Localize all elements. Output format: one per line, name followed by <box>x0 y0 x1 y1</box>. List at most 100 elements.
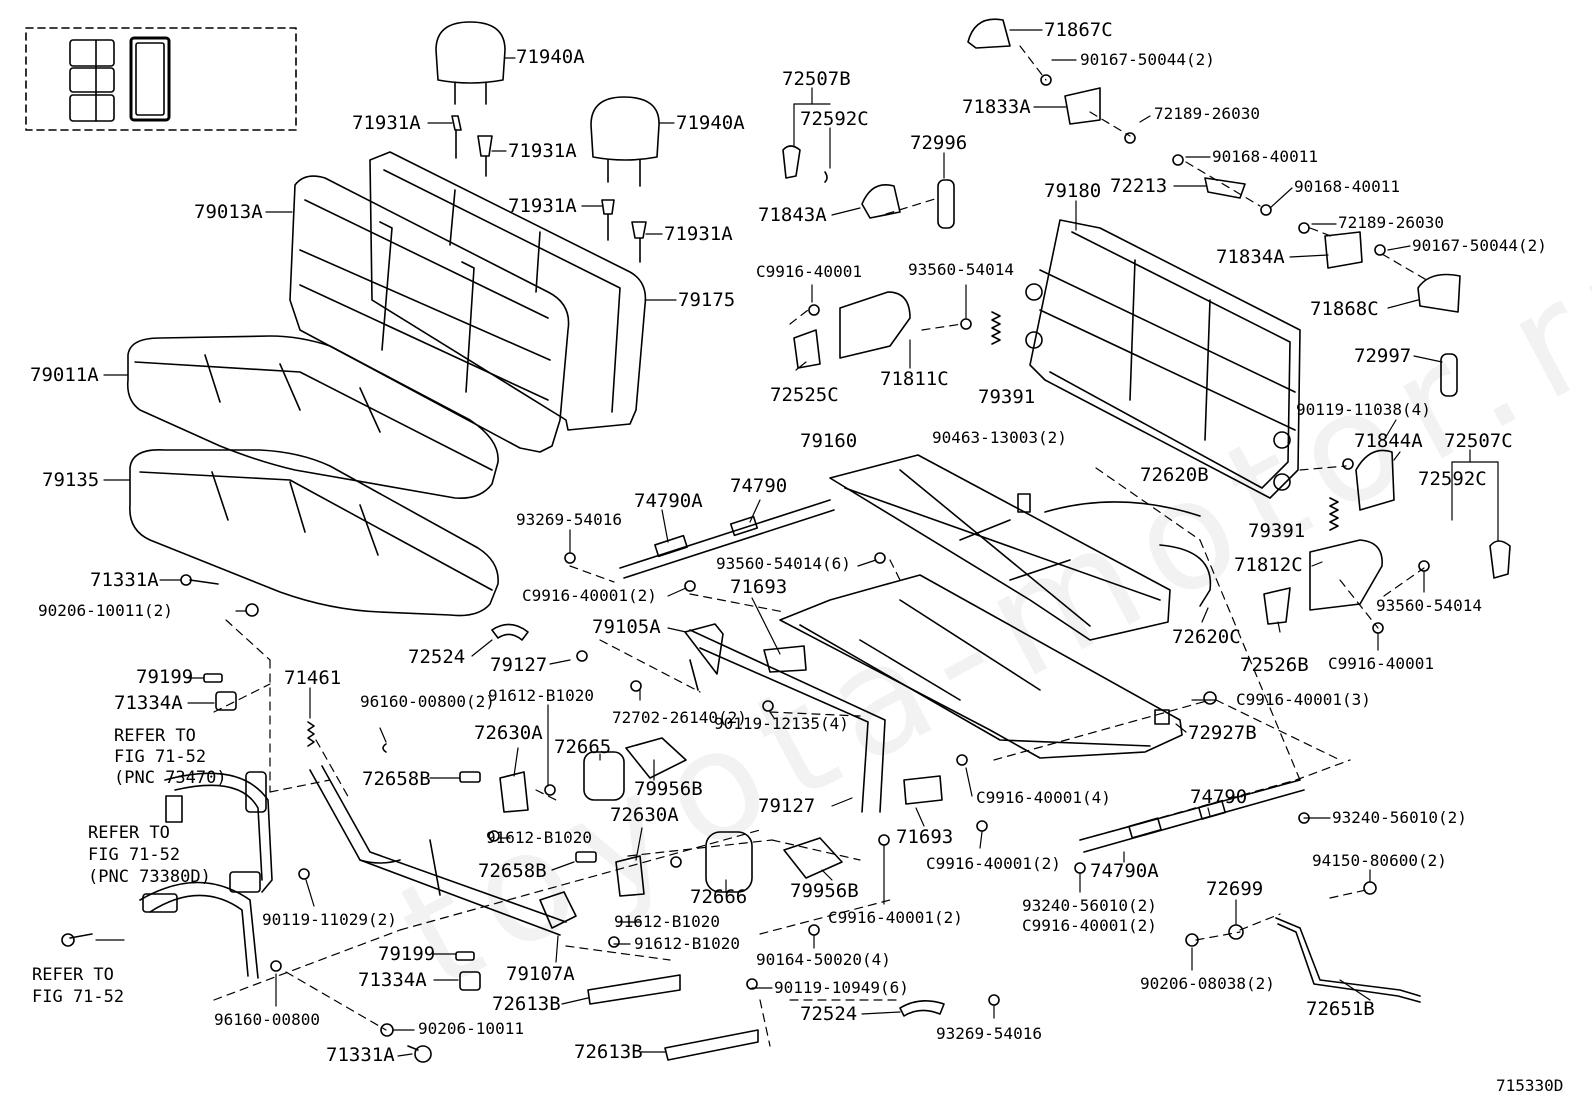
label-71931a[interactable]: 71931A <box>352 112 421 134</box>
label-c9916-40001[interactable]: C9916-40001(2) <box>1022 916 1157 935</box>
label-71867c[interactable]: 71867C <box>1044 19 1113 41</box>
label-90119-11038[interactable]: 90119-11038(4) <box>1296 400 1431 419</box>
label-79127[interactable]: 79127 <box>490 654 548 676</box>
label-79199[interactable]: 79199 <box>136 666 194 688</box>
label-71931a[interactable]: 71931A <box>508 140 577 162</box>
label-96160-00800[interactable]: 96160-00800(2) <box>360 692 495 711</box>
label-71931a[interactable]: 71931A <box>664 223 733 245</box>
label-91612-b1020[interactable]: 91612-B1020 <box>488 686 594 705</box>
label-79199[interactable]: 79199 <box>378 943 436 965</box>
label-72613b[interactable]: 72613B <box>492 993 561 1015</box>
label-79107a[interactable]: 79107A <box>506 963 575 985</box>
label-79160[interactable]: 79160 <box>800 430 858 452</box>
label-90168-40011[interactable]: 90168-40011 <box>1212 147 1318 166</box>
label-93560-54014[interactable]: 93560-54014 <box>908 260 1014 279</box>
label-93269-54016[interactable]: 93269-54016 <box>516 510 622 529</box>
label-79105a[interactable]: 79105A <box>592 616 661 638</box>
label-72189-26030[interactable]: 72189-26030 <box>1338 213 1444 232</box>
label-71940a[interactable]: 71940A <box>676 112 745 134</box>
label-71834a[interactable]: 71834A <box>1216 246 1285 268</box>
label-72189-26030[interactable]: 72189-26030 <box>1154 104 1260 123</box>
label-71334a[interactable]: 71334A <box>358 969 427 991</box>
label-79011a[interactable]: 79011A <box>30 364 99 386</box>
label-72213[interactable]: 72213 <box>1110 175 1168 197</box>
label-90119-11029[interactable]: 90119-11029(2) <box>262 910 397 929</box>
label-71844a[interactable]: 71844A <box>1354 430 1423 452</box>
label-74790a[interactable]: 74790A <box>1090 860 1159 882</box>
label-72630a[interactable]: 72630A <box>610 804 679 826</box>
label-refer-to-pnc[interactable]: (PNC 73470) <box>114 768 227 788</box>
label-c9916-40001[interactable]: C9916-40001 <box>1328 654 1434 673</box>
label-90168-40011[interactable]: 90168-40011 <box>1294 177 1400 196</box>
label-c9916-40001[interactable]: C9916-40001 <box>756 262 862 281</box>
label-93560-54014[interactable]: 93560-54014(6) <box>716 554 851 573</box>
label-71331a[interactable]: 71331A <box>326 1044 395 1066</box>
label-71833a[interactable]: 71833A <box>962 96 1031 118</box>
label-79180[interactable]: 79180 <box>1044 180 1102 202</box>
label-c9916-40001[interactable]: C9916-40001(3) <box>1236 690 1371 709</box>
label-71334a[interactable]: 71334A <box>114 692 183 714</box>
label-72620b[interactable]: 72620B <box>1140 464 1209 486</box>
label-71693[interactable]: 71693 <box>896 826 954 848</box>
label-c9916-40001[interactable]: C9916-40001(2) <box>522 586 657 605</box>
label-71331a[interactable]: 71331A <box>90 569 159 591</box>
label-79175[interactable]: 79175 <box>678 289 736 311</box>
label-72658b[interactable]: 72658B <box>478 860 547 882</box>
label-90119-12135[interactable]: 90119-12135(4) <box>714 714 849 733</box>
label-90164-50020[interactable]: 90164-50020(4) <box>756 950 891 969</box>
label-79135[interactable]: 79135 <box>42 469 100 491</box>
label-93240-56010[interactable]: 93240-56010(2) <box>1022 896 1157 915</box>
label-71868c[interactable]: 71868C <box>1310 298 1379 320</box>
label-72927b[interactable]: 72927B <box>1188 722 1257 744</box>
label-72524[interactable]: 72524 <box>800 1003 858 1025</box>
label-91612-b1020[interactable]: 91612-B1020 <box>634 934 740 953</box>
label-72525c[interactable]: 72525C <box>770 384 839 406</box>
label-72997[interactable]: 72997 <box>1354 345 1412 367</box>
label-74790[interactable]: 74790 <box>730 475 788 497</box>
label-93560-54014[interactable]: 93560-54014 <box>1376 596 1482 615</box>
label-72524[interactable]: 72524 <box>408 646 466 668</box>
label-91612-b1020[interactable]: 91612-B1020 <box>614 912 720 931</box>
label-72699[interactable]: 72699 <box>1206 878 1264 900</box>
label-90206-08038[interactable]: 90206-08038(2) <box>1140 974 1275 993</box>
label-72620c[interactable]: 72620C <box>1172 626 1241 648</box>
label-79956b[interactable]: 79956B <box>790 880 859 902</box>
label-91612-b1020[interactable]: 91612-B1020 <box>486 828 592 847</box>
label-72613b[interactable]: 72613B <box>574 1041 643 1063</box>
label-93269-54016[interactable]: 93269-54016 <box>936 1024 1042 1043</box>
label-refer-to-fig[interactable]: FIG 71-52 <box>32 987 125 1007</box>
label-72507c[interactable]: 72507C <box>1444 430 1513 452</box>
label-90206-10011[interactable]: 90206-10011 <box>418 1019 524 1038</box>
label-90119-10949[interactable]: 90119-10949(6) <box>774 978 909 997</box>
label-79013a[interactable]: 79013A <box>194 201 263 223</box>
label-72630a[interactable]: 72630A <box>474 722 543 744</box>
label-72658b[interactable]: 72658B <box>362 768 431 790</box>
label-71940a[interactable]: 71940A <box>516 46 585 68</box>
label-c9916-40001[interactable]: C9916-40001(4) <box>976 788 1111 807</box>
label-93240-56010[interactable]: 93240-56010(2) <box>1332 808 1467 827</box>
label-refer-to-fig[interactable]: FIG 71-52 <box>88 845 181 865</box>
label-96160-00800[interactable]: 96160-00800 <box>214 1010 320 1029</box>
label-79956b[interactable]: 79956B <box>634 778 703 800</box>
label-79391[interactable]: 79391 <box>978 386 1036 408</box>
label-71693[interactable]: 71693 <box>730 576 788 598</box>
label-72702-26140[interactable]: 72702-26140(2) <box>612 708 747 727</box>
label-72507b[interactable]: 72507B <box>782 68 851 90</box>
label-72651b[interactable]: 72651B <box>1306 998 1375 1020</box>
label-c9916-40001[interactable]: C9916-40001(2) <box>828 908 963 927</box>
label-72996[interactable]: 72996 <box>910 132 968 154</box>
label-72592c[interactable]: 72592C <box>800 108 869 130</box>
label-79127[interactable]: 79127 <box>758 795 816 817</box>
label-c9916-40001[interactable]: C9916-40001(2) <box>926 854 1061 873</box>
label-72526b[interactable]: 72526B <box>1240 654 1309 676</box>
label-refer-to-fig[interactable]: FIG 71-52 <box>114 747 207 767</box>
label-72665[interactable]: 72665 <box>554 736 612 758</box>
label-71812c[interactable]: 71812C <box>1234 554 1303 576</box>
label-79391[interactable]: 79391 <box>1248 520 1306 542</box>
label-71811c[interactable]: 71811C <box>880 368 949 390</box>
label-74790a[interactable]: 74790A <box>634 490 703 512</box>
label-90206-10011[interactable]: 90206-10011(2) <box>38 601 173 620</box>
label-72592c[interactable]: 72592C <box>1418 468 1487 490</box>
label-90167-50044[interactable]: 90167-50044(2) <box>1412 236 1547 255</box>
label-71931a[interactable]: 71931A <box>508 195 577 217</box>
